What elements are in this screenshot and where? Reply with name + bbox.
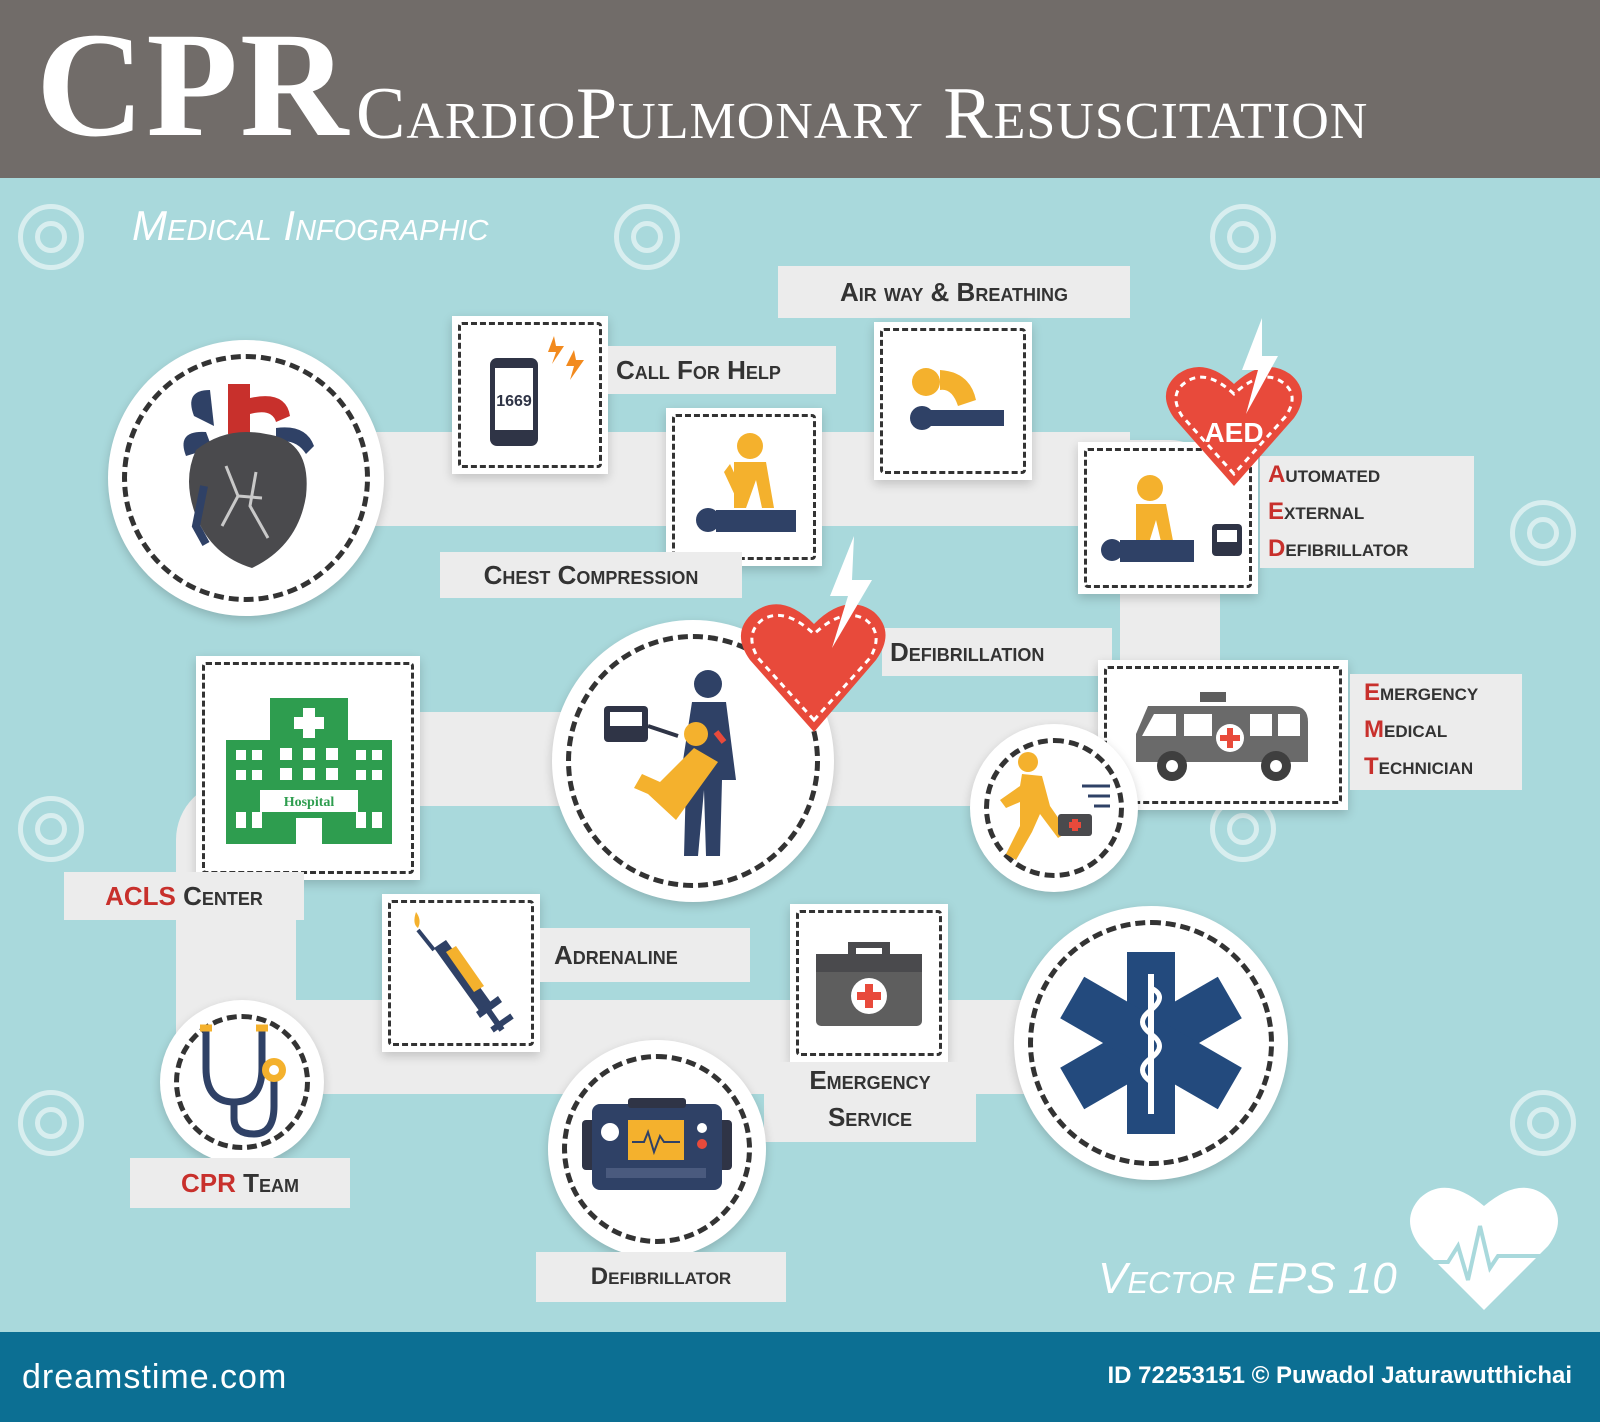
watermark-swirl [18,1090,84,1156]
adrenaline-label: Adrenaline [540,928,750,982]
footer-credit: ID 72253151 © Puwadol Jaturawutthichai [1107,1362,1572,1389]
airway-icon [910,368,1004,430]
defibrillator-label: Defibrillator [536,1252,786,1302]
phone-number-text: 1669 [496,393,532,410]
footer-site: dreamstime.com [22,1358,288,1396]
heart-anatomy-icon [183,384,314,568]
cpr-compression-icon [696,433,796,532]
header-bar: CPR CardioPulmonary Resuscitation [0,0,1600,178]
adrenaline-text: Adrenaline [554,940,678,970]
stethoscope-icon [200,1024,286,1138]
vector-eps-note: Vector EPS 10 [1098,1254,1397,1303]
hospital-icon: Hospital [226,698,392,844]
aed-line-external: External [1268,498,1365,525]
cpr-team-circle [160,1000,324,1164]
acls-center-label: ACLS Center [64,872,304,920]
watermark-swirl [1210,204,1276,270]
heartbeat-heart-icon [1410,1187,1558,1310]
phone-icon: 1669 [490,358,538,446]
aed-label: Automated External Defibrillator [1260,456,1474,568]
airway-breathing-label: Air way & Breathing [778,266,1130,318]
cpr-team-label: CPR Team [130,1158,350,1208]
emergency-service-line-2: Service [827,1102,913,1132]
defibrillation-label: Defibrillation [882,628,1112,676]
subtitle: Medical Infographic [132,202,489,249]
watermark-swirl [18,204,84,270]
rescuer-carry-icon [604,670,736,856]
emt-label: Emergency Medical Technician [1350,674,1522,790]
paramedic-circle [970,724,1138,892]
aed-heart-icon: AED [1165,318,1303,486]
footer-bar: dreamstime.com ID 72253151 © Puwadol Jat… [0,1332,1600,1422]
call-for-help-label: Call For Help [608,346,836,394]
ambulance-icon [1136,692,1308,781]
hospital-sign-text: Hospital [284,795,335,810]
star-of-life-icon [1060,952,1242,1134]
lightning-icon [548,336,584,380]
header-full-title: CardioPulmonary Resuscitation [356,73,1369,155]
header-abbr: CPR [36,2,351,168]
aed-line-automated: Automated [1268,461,1381,488]
defib-heart-icon [740,536,886,732]
paramedic-running-icon [1000,752,1110,860]
chest-compression-text: Chest Compression [483,560,699,590]
chest-compression-card [666,408,822,566]
defibrillator-text: Defibrillator [590,1263,732,1290]
watermark-swirl [614,204,680,270]
watermark-swirl [1510,1090,1576,1156]
defibrillation-text: Defibrillation [890,637,1045,667]
emergency-service-label: Emergency Service [764,1062,976,1142]
aed-operator-icon [1101,475,1242,562]
syringe-icon [414,912,514,1033]
aed-badge-text: AED [1204,417,1263,448]
aed-line-defibrillator: Defibrillator [1268,535,1409,562]
emt-line-medical: Medical [1364,716,1448,743]
airway-breathing-text: Air way & Breathing [839,277,1068,307]
emergency-service-line-1: Emergency [809,1065,931,1095]
watermark-swirl [18,796,84,862]
call-for-help-text: Call For Help [616,355,781,385]
emt-line-technician: Technician [1364,753,1474,780]
defibrillator-device-icon [582,1098,732,1190]
chest-compression-label: Chest Compression [440,552,742,598]
emt-line-emergency: Emergency [1364,679,1479,706]
first-aid-kit-icon [816,942,922,1026]
watermark-swirl [1510,500,1576,566]
airway-breathing-card [874,322,1032,480]
